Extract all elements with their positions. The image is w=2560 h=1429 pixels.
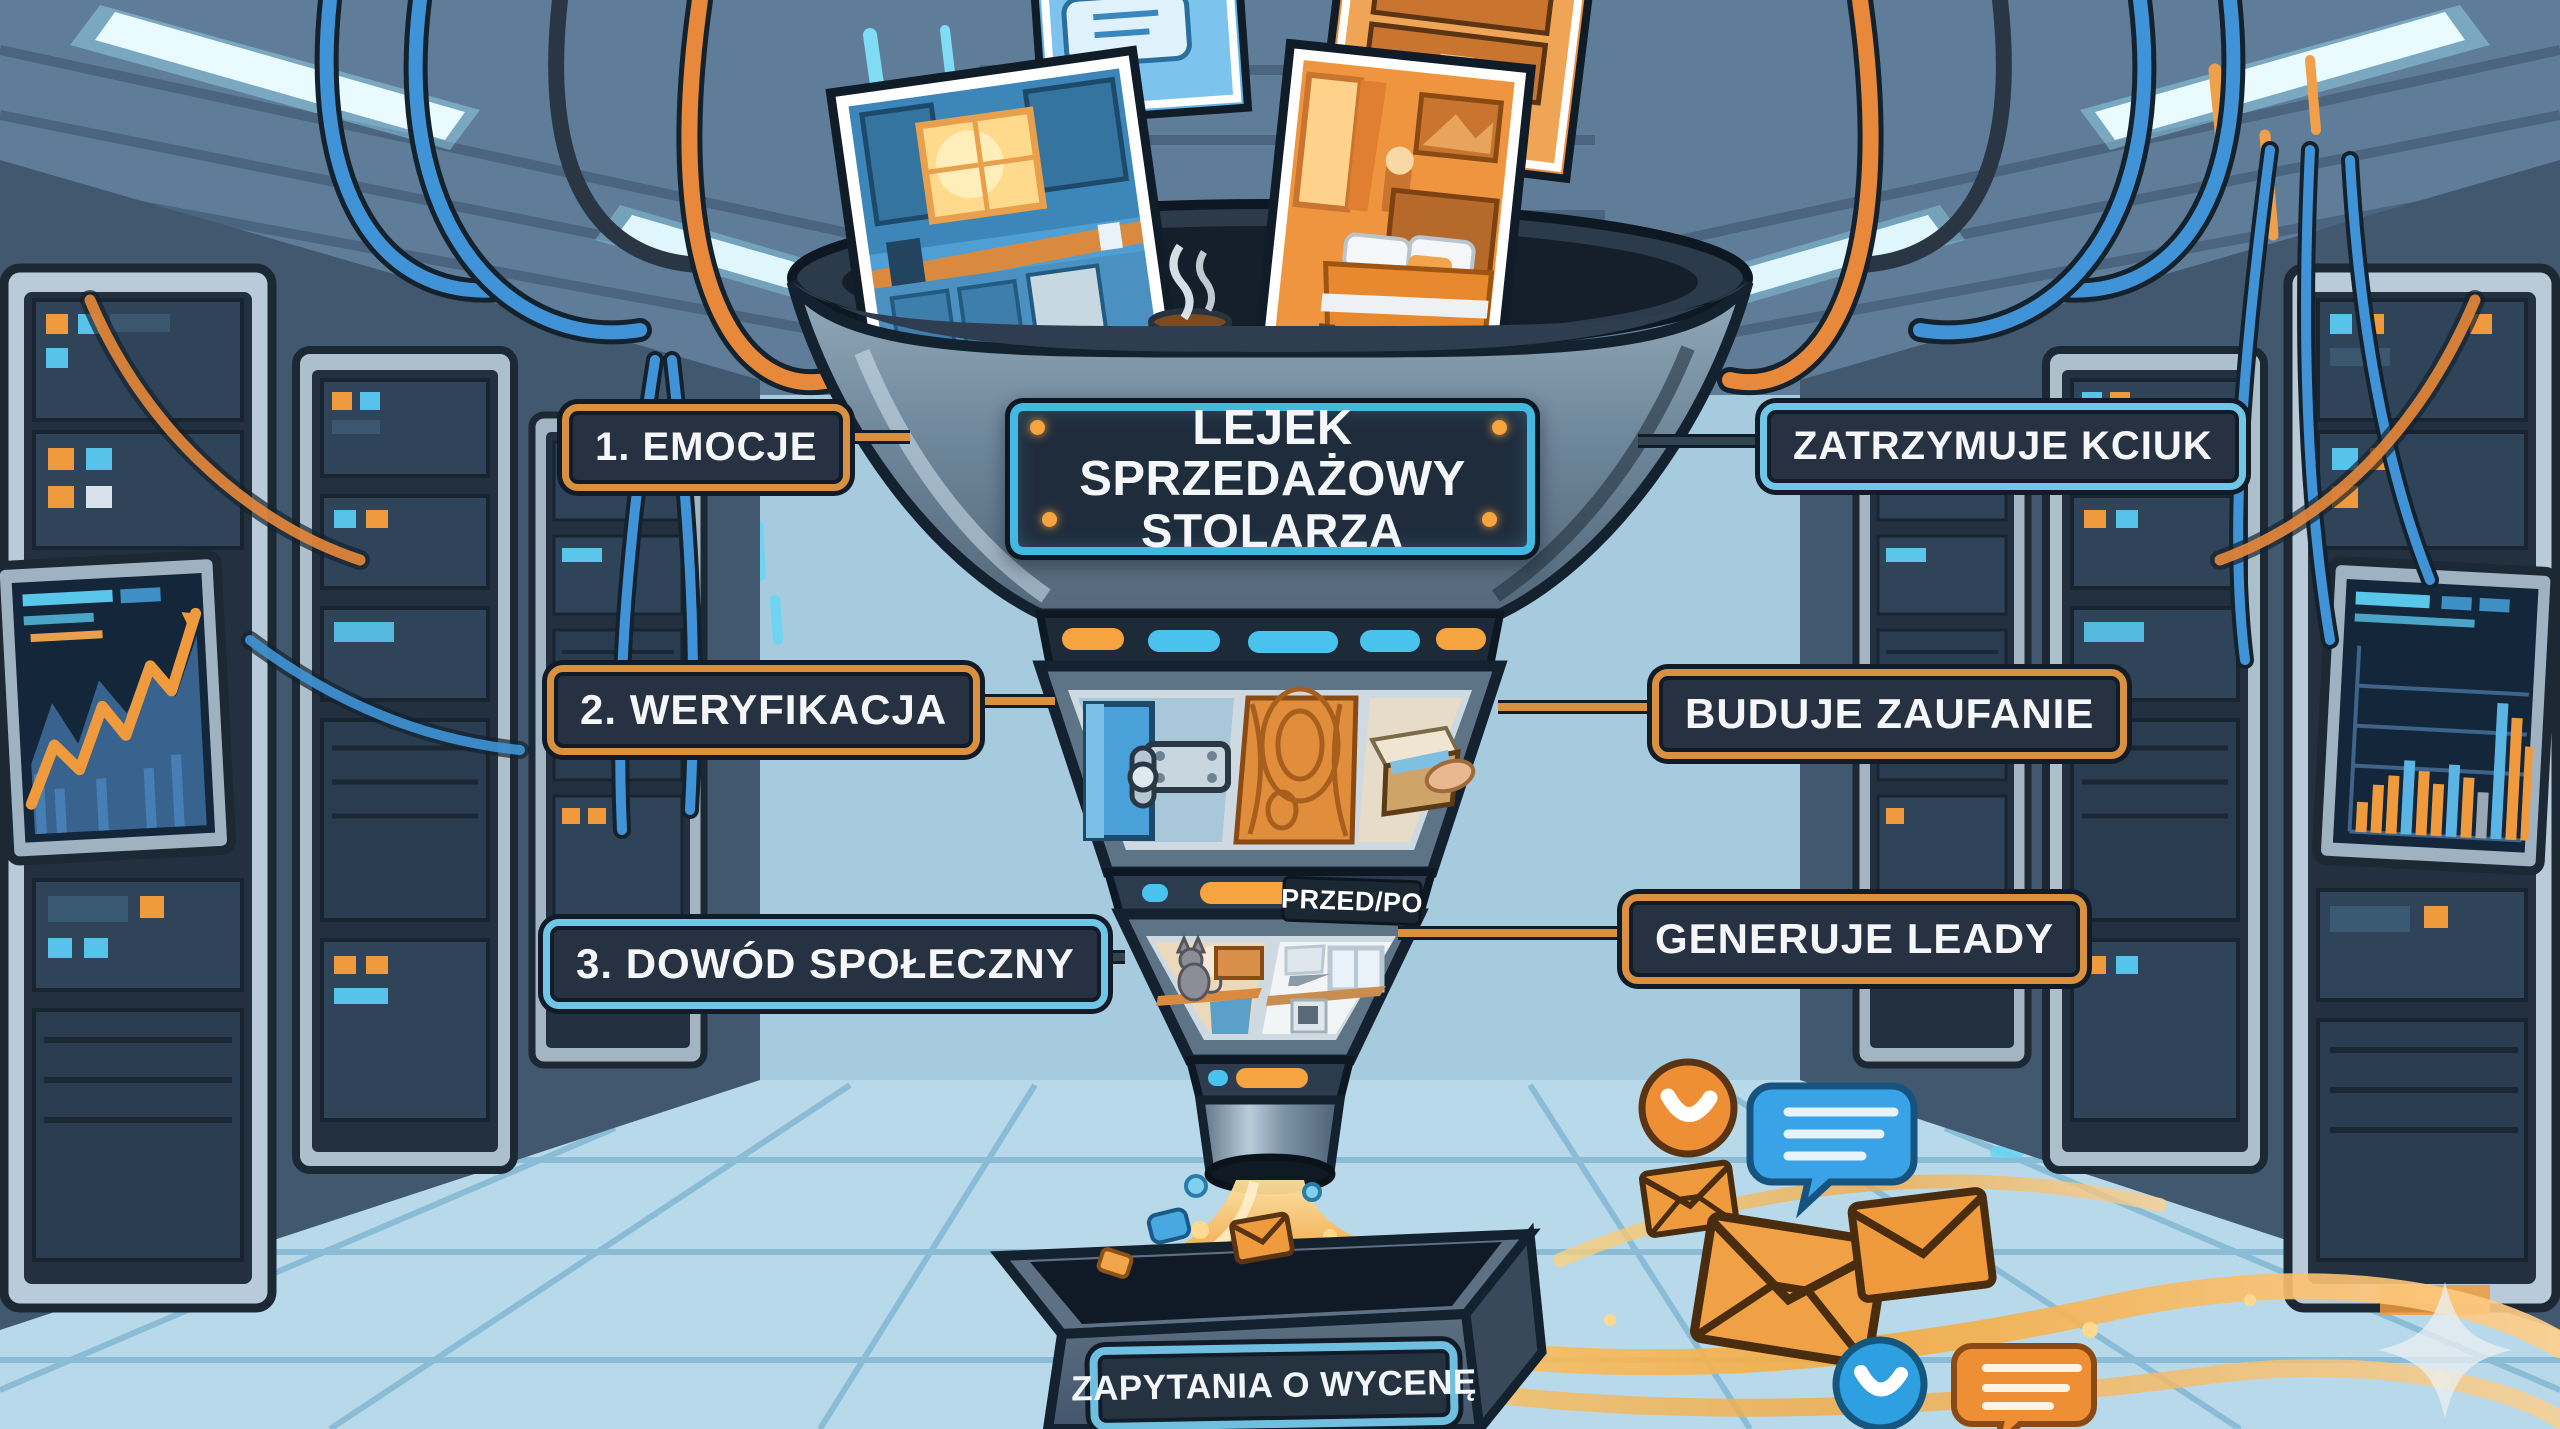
after-kitchen-panel [1262, 942, 1392, 1034]
callout-zatrzymuje: ZATRZYMUJE KCIUK [1760, 403, 2246, 490]
door-hinge-panel [1078, 698, 1234, 842]
phone-icon [1832, 1336, 1928, 1429]
bar-chart-screen [2312, 556, 2560, 876]
rivet [1030, 420, 1045, 435]
chat-bubble-icon [1951, 1343, 2097, 1429]
falling-leads [1096, 1174, 1322, 1279]
server-rack [0, 263, 277, 1313]
chat-bubble-icon [1746, 1082, 1918, 1219]
funnel-spout [1184, 1056, 1356, 1195]
droplet [1184, 1174, 1208, 1198]
drawer-panel [1358, 698, 1476, 842]
connector-buduje [1498, 700, 1658, 714]
funnel-title-line2: STOLARZA [1140, 503, 1404, 557]
server-rack [2042, 346, 2268, 1174]
hand [1424, 758, 1476, 794]
rivet [1482, 512, 1497, 527]
funnel-bowl-rim-front [792, 282, 1748, 352]
server-wall-left [0, 0, 843, 1330]
rivet [1042, 512, 1057, 527]
funnel-title-plate: LEJEK SPRZEDAŻOWY STOLARZA [1005, 398, 1540, 560]
sparkle-watermark [2378, 1282, 2512, 1418]
connector-generuje [1398, 926, 1628, 940]
callout-weryfikacja: 2. WERYFIKACJA [547, 665, 981, 755]
funnel-middle-tier [1032, 660, 1508, 878]
connector-zatrzymuje [1638, 434, 1766, 448]
before-after-badge: PRZED/PO [1281, 875, 1424, 927]
callout-emocje: 1. EMOCJE [562, 404, 851, 491]
server-rack [2283, 263, 2560, 1315]
bedroom-photo [1250, 38, 1537, 408]
envelope-icon [1690, 1211, 1890, 1369]
before-kitchen-panel [1154, 934, 1266, 1034]
callout-dowod: 3. DOWÓD SPOŁECZNY [543, 919, 1108, 1009]
callout-generuje: GENERUJE LEADY [1622, 894, 2088, 984]
callout-buduje: BUDUJE ZAUFANIE [1652, 669, 2128, 759]
envelope-icon [1847, 1187, 1997, 1303]
highlight [854, 348, 1051, 603]
steam [1169, 243, 1194, 321]
funnel-light-strip [1035, 610, 1505, 670]
envelope-icon [1229, 1211, 1295, 1265]
server-rack [292, 346, 518, 1174]
door-hinge-icon [1127, 741, 1231, 809]
rivet [1492, 420, 1507, 435]
lamp [1385, 146, 1414, 175]
droplet [1302, 1182, 1322, 1202]
wood-grain-panel [1233, 686, 1359, 845]
coffee-maker [885, 237, 926, 287]
cat-silhouette [1175, 934, 1223, 1002]
card [1096, 1247, 1134, 1279]
phone-icon [1638, 1058, 1738, 1158]
output-box-label: ZAPYTANIA O WYCENĘ [1071, 1340, 1477, 1429]
line-chart-screen [0, 550, 236, 866]
funnel-title-line1: LEJEK SPRZEDAŻOWY [1079, 400, 1466, 507]
chat-bubble-icon [1146, 1207, 1192, 1245]
lead-icons [1638, 1058, 2097, 1429]
cables [1717, 0, 2485, 669]
server-rack [528, 411, 708, 1069]
